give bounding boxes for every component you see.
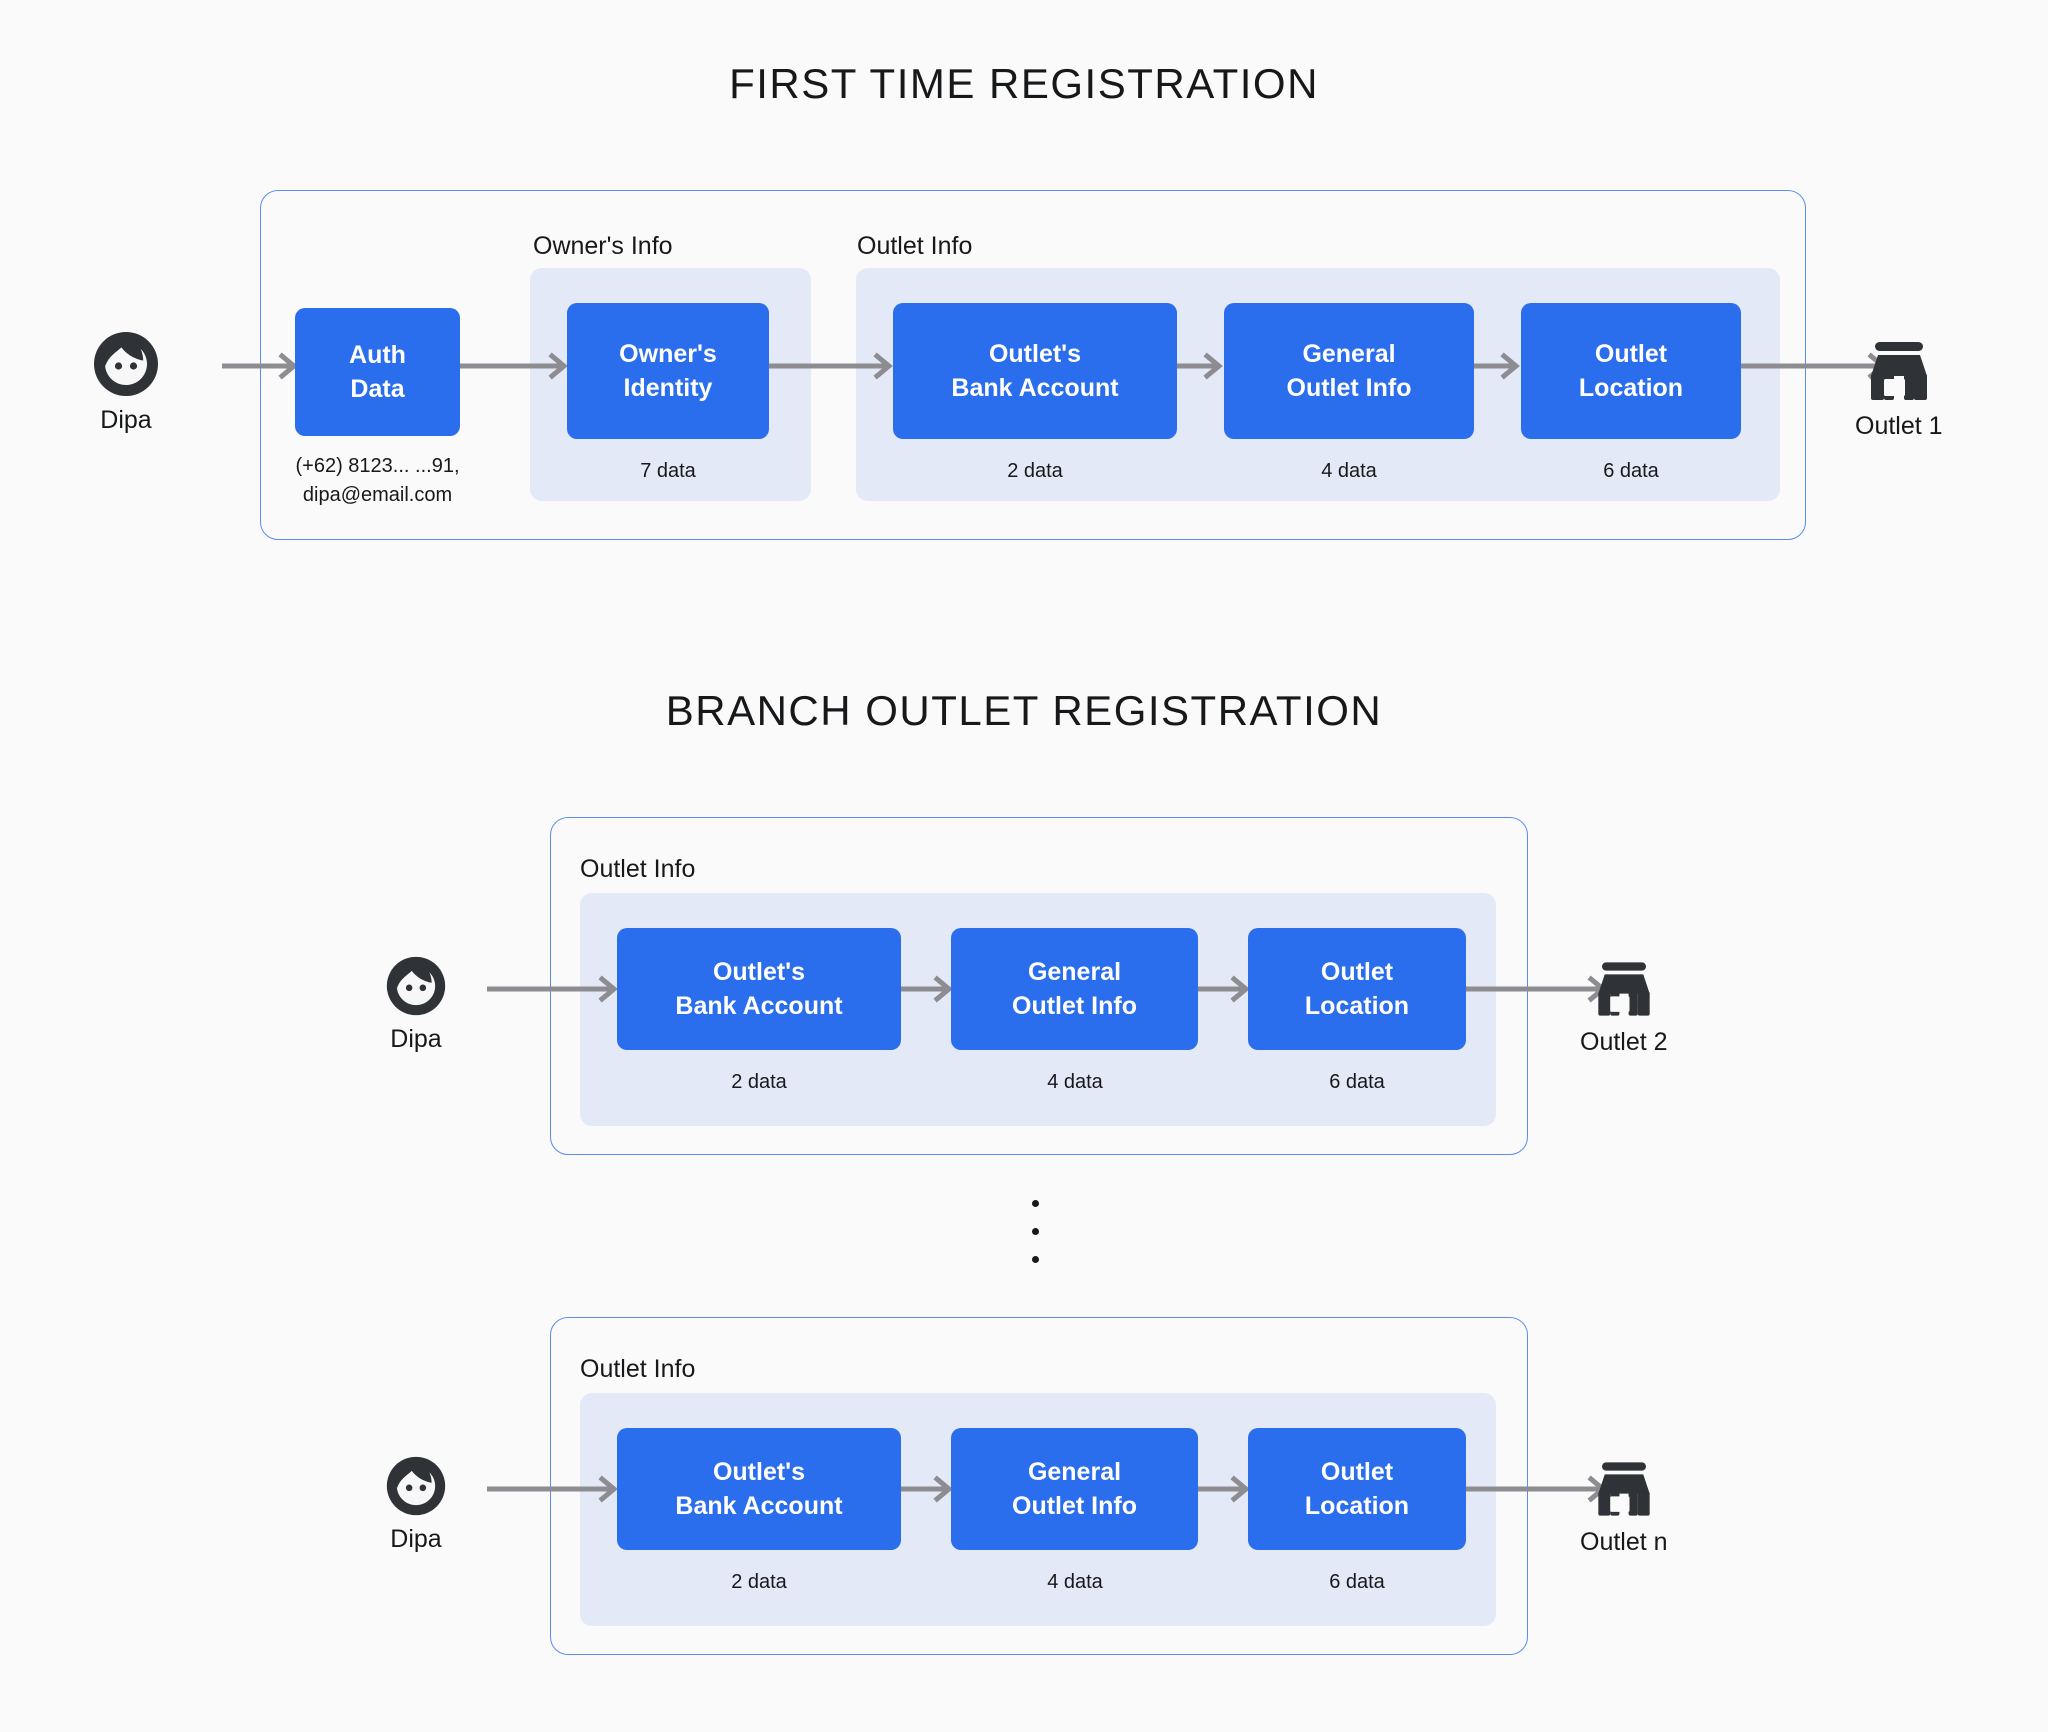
step-line-1: Owner's [619,340,717,368]
step-caption-general-outlet-info-2: 4 data [1047,1071,1103,1093]
owners-info-group-label: Owner's Info [533,232,673,260]
step-box-owners-identity[interactable]: Owner's Identity [567,303,769,439]
step-line-2: Bank Account [951,374,1119,402]
step-line-1: Outlet's [712,1458,806,1486]
step-caption-outlet-location-n: 6 data [1329,1571,1385,1593]
outlet-label: Outlet n [1580,1528,1668,1556]
outlet-label: Outlet 2 [1580,1028,1668,1056]
outlet-2-node: Outlet 2 [1580,960,1668,1057]
step-caption-outlet-location: 6 data [1603,460,1659,482]
step-box-outlets-bank-account-2[interactable]: Outlet's Bank Account [617,928,901,1050]
step-line-2: Bank Account [675,1492,843,1520]
step-line-1: General [1027,1458,1122,1486]
person-avatar-icon [94,332,158,396]
outlet-info-group-label: Outlet Info [857,232,973,260]
step-box-outlet-location[interactable]: Outlet Location [1521,303,1741,439]
step-caption-bank-account-n: 2 data [731,1571,787,1593]
step-caption-general-outlet-info: 4 data [1321,460,1377,482]
person-avatar-icon [386,1456,446,1516]
vertical-ellipsis-separator [1032,1200,1039,1263]
step-caption-bank-account-2: 2 data [731,1071,787,1093]
ellipsis-dot [1032,1256,1039,1263]
actor-dipa-first-time: Dipa [92,330,160,435]
step-caption-bank-account: 2 data [1007,460,1063,482]
person-avatar-icon [386,956,446,1016]
step-line-2: Outlet Info [1286,374,1412,402]
step-box-auth-data[interactable]: Auth Data [295,308,460,436]
step-box-general-outlet-info[interactable]: General Outlet Info [1224,303,1474,439]
step-line-2: Outlet Info [1012,1492,1137,1520]
step-box-outlets-bank-account-n[interactable]: Outlet's Bank Account [617,1428,901,1550]
step-line-1: Outlet [1320,958,1394,986]
step-caption-auth-data: (+62) 8123... ...91, dipa@email.com [275,452,480,510]
step-box-general-outlet-info-n[interactable]: General Outlet Info [951,1428,1198,1550]
caption-line-2: dipa@email.com [302,484,453,506]
section-title-first-time-registration: FIRST TIME REGISTRATION [729,60,1319,107]
actor-label: Dipa [390,1025,442,1053]
step-box-outlet-location-2[interactable]: Outlet Location [1248,928,1466,1050]
store-icon [1598,962,1650,1016]
actor-dipa-branch-n: Dipa [385,1455,447,1554]
step-caption-general-outlet-info-n: 4 data [1047,1571,1103,1593]
actor-label: Dipa [390,1525,442,1553]
outlet-label: Outlet 1 [1855,412,1943,440]
step-line-1: General [1302,340,1396,368]
step-line-2: Location [1304,992,1410,1020]
ellipsis-dot [1032,1200,1039,1207]
step-line-1: Outlet [1320,1458,1394,1486]
actor-dipa-branch-2: Dipa [385,955,447,1054]
outlet-info-group-label-2: Outlet Info [580,855,696,883]
outlet-n-node: Outlet n [1580,1460,1668,1557]
step-box-general-outlet-info-2[interactable]: General Outlet Info [951,928,1198,1050]
step-line-2: Bank Account [675,992,843,1020]
section-title-branch-outlet-registration: BRANCH OUTLET REGISTRATION [665,687,1383,734]
step-caption-owners-identity: 7 data [640,460,696,482]
step-line-2: Identity [623,374,713,402]
branch-outlet-n-card [550,1317,1528,1655]
step-line-1: Auth [349,341,406,369]
step-line-1: Outlet's [712,958,806,986]
step-line-2: Location [1578,374,1684,402]
branch-outlet-2-card [550,817,1528,1155]
step-caption-outlet-location-2: 6 data [1329,1071,1385,1093]
step-line-2: Location [1304,1492,1410,1520]
store-icon [1870,342,1927,400]
step-line-2: Outlet Info [1012,992,1137,1020]
step-line-1: General [1027,958,1122,986]
actor-label: Dipa [100,406,152,434]
outlet-info-group-label-n: Outlet Info [580,1355,696,1383]
step-box-outlet-location-n[interactable]: Outlet Location [1248,1428,1466,1550]
store-icon [1598,1462,1650,1516]
ellipsis-dot [1032,1228,1039,1235]
step-box-outlets-bank-account[interactable]: Outlet's Bank Account [893,303,1177,439]
step-line-1: Outlet [1594,340,1668,368]
step-line-1: Outlet's [988,340,1082,368]
outlet-1-node: Outlet 1 [1855,340,1943,441]
step-line-2: Data [350,375,405,403]
caption-line-1: (+62) 8123... ...91, [295,455,460,477]
